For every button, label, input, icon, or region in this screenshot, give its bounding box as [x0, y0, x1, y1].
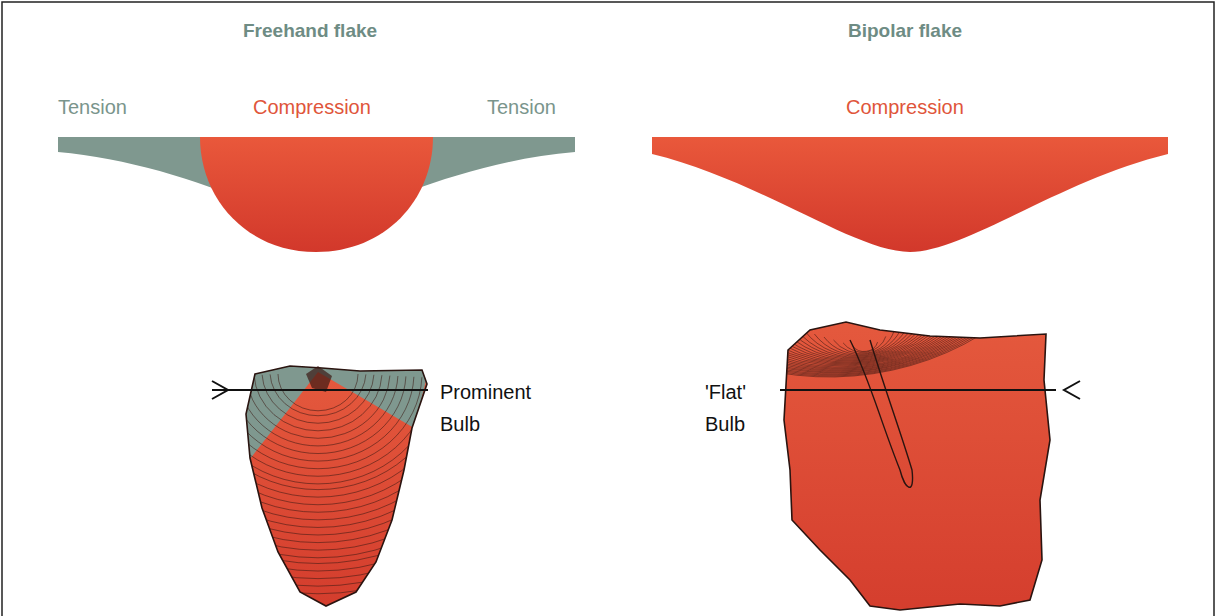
ripple	[681, 241, 1026, 370]
flake-outline	[246, 366, 427, 606]
ripple	[719, 263, 993, 365]
section-mark	[212, 381, 228, 399]
ripple	[182, 379, 454, 497]
ripple	[102, 383, 533, 571]
ripple	[150, 380, 486, 527]
ripple	[623, 207, 1075, 375]
stress-label: Compression	[253, 94, 371, 120]
section-line	[780, 389, 1056, 391]
ripple	[604, 195, 1092, 377]
tension-zones	[240, 365, 430, 464]
ripple-marks	[604, 195, 1092, 377]
column-heading: Bipolar flake	[848, 18, 962, 44]
ripple-marks	[78, 374, 557, 594]
platform	[306, 366, 332, 392]
ripple	[126, 382, 510, 551]
section-mark	[1064, 381, 1080, 399]
ripple	[614, 201, 1084, 376]
ripple	[643, 218, 1060, 373]
compression-band	[652, 137, 1168, 252]
column-heading: Freehand flake	[243, 18, 377, 44]
ripple	[748, 280, 969, 362]
ripple	[94, 383, 541, 578]
flake-outline	[784, 322, 1050, 610]
ripple	[652, 224, 1051, 373]
ripple	[206, 378, 430, 477]
bulb-label: Prominent Bulb	[440, 376, 552, 440]
scar	[850, 340, 913, 487]
bulb-label: 'Flat' Bulb	[705, 376, 771, 440]
ripple	[110, 382, 525, 563]
stress-label: Compression	[846, 94, 964, 120]
ripple	[158, 380, 478, 520]
ripple	[633, 212, 1068, 374]
stress-label: Tension	[58, 94, 127, 120]
ripple	[78, 384, 557, 594]
ripple	[198, 378, 438, 484]
ripple	[671, 235, 1034, 370]
compression-zone	[200, 137, 433, 252]
ripple	[86, 384, 549, 587]
ripple	[142, 381, 494, 535]
ripple	[662, 229, 1043, 371]
ripple	[190, 378, 446, 489]
ripple	[174, 379, 462, 505]
ripple	[166, 380, 470, 513]
ripple	[134, 381, 502, 542]
section-line	[212, 389, 428, 391]
stress-label: Tension	[487, 94, 556, 120]
ripple	[118, 382, 518, 558]
